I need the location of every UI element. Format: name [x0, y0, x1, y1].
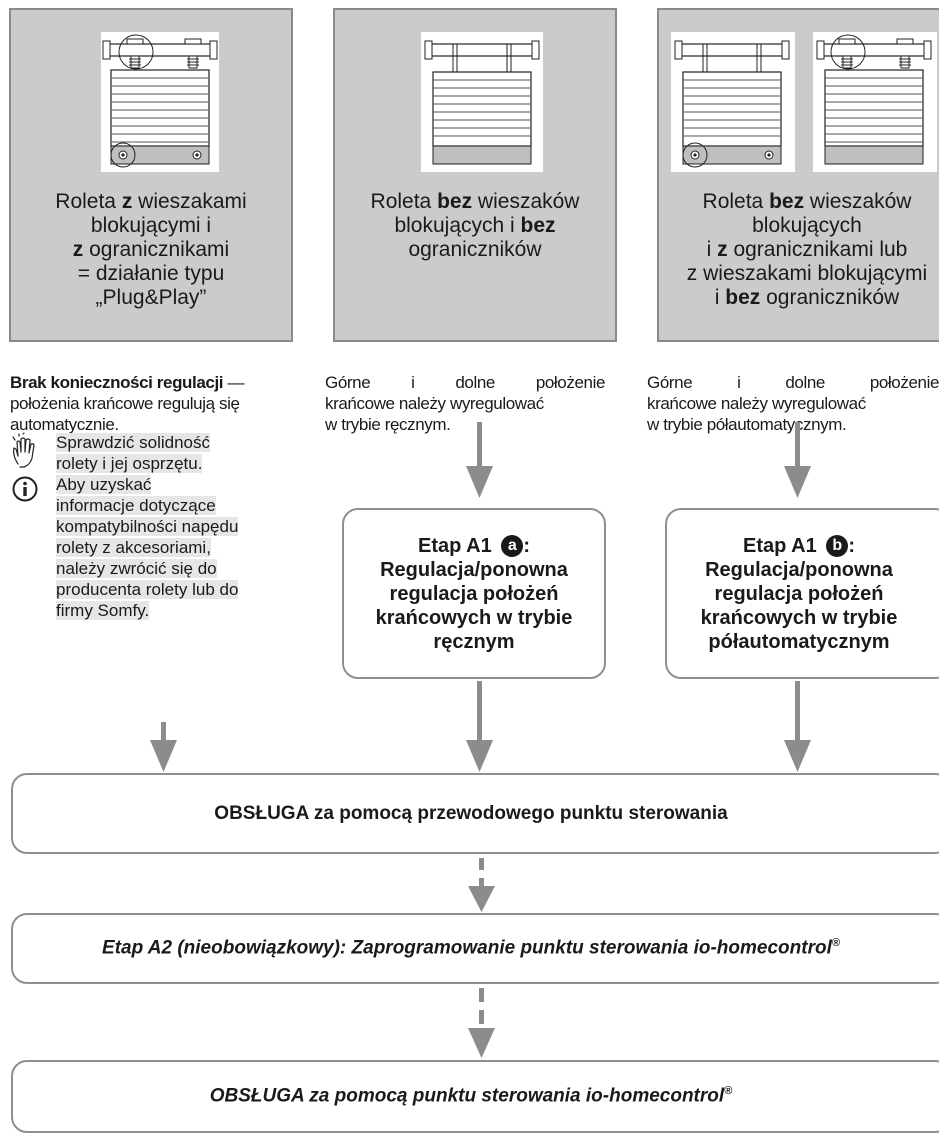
info-icon	[12, 476, 38, 502]
hand-note: Sprawdzić solidność rolety i jej osprzęt…	[56, 433, 211, 473]
hand-icon	[12, 432, 35, 468]
col2-description: Górne i dolne położenie krańcowe należy …	[325, 373, 605, 434]
dashed-arrow-wired-to-a2	[468, 858, 495, 912]
shutter-with-stops-icon	[674, 40, 790, 168]
operation-io-control-box: OBSŁUGA za pomocą punktu sterowania io-h…	[11, 1060, 939, 1133]
arrow-step-a-to-wired	[466, 681, 493, 772]
panel-no-hangers-no-stops: Roleta bez wieszaków blokujących i bez o…	[333, 8, 617, 342]
shutter-illustration-semi-auto-stops	[671, 32, 795, 172]
arrow-col1-to-wired	[150, 722, 177, 772]
panel-plug-and-play: Roleta z wieszakami blokującymi i z ogra…	[9, 8, 293, 342]
shutter-illustration-plug-and-play	[101, 32, 219, 172]
step-a1-manual-box: Etap A1 a: Regulacja/ponowna regulacja p…	[342, 508, 606, 679]
operation-wired-control-box: OBSŁUGA za pomocą przewodowego punktu st…	[11, 773, 939, 854]
arrow-step-b-to-wired	[784, 681, 811, 772]
badge-b-icon: b	[826, 534, 849, 557]
step-a2-programming-box: Etap A2 (nieobowiązkowy): Zaprogramowani…	[11, 913, 939, 984]
dashed-arrow-a2-to-io	[468, 988, 495, 1058]
info-note: Aby uzyskać informacje dotyczące kompaty…	[56, 475, 239, 620]
panel-title-semi-auto: Roleta bez wieszaków blokujących i z ogr…	[686, 190, 928, 309]
badge-a-icon: a	[501, 534, 524, 557]
shutter-illustration-manual	[421, 32, 543, 172]
col3-description: Górne i dolne położenie krańcowe należy …	[647, 373, 939, 434]
panel-title-plug-and-play: Roleta z wieszakami blokującymi i z ogra…	[55, 190, 247, 309]
shutter-with-lock-hangers-icon	[816, 34, 932, 165]
col1-description: Brak konieczności regulacji — położenia …	[10, 373, 245, 434]
panel-semi-auto: Roleta bez wieszaków blokujących i z ogr…	[657, 8, 939, 342]
step-a1-semi-auto-box: Etap A1 b: Regulacja/ponowna regulacja p…	[665, 508, 939, 679]
shutter-with-lock-hangers-and-stops-icon	[102, 34, 218, 168]
shutter-illustration-semi-auto-hangers	[813, 32, 937, 172]
shutter-without-hangers-icon	[424, 40, 540, 165]
panel-title-manual: Roleta bez wieszaków blokujących i bez o…	[370, 190, 580, 261]
